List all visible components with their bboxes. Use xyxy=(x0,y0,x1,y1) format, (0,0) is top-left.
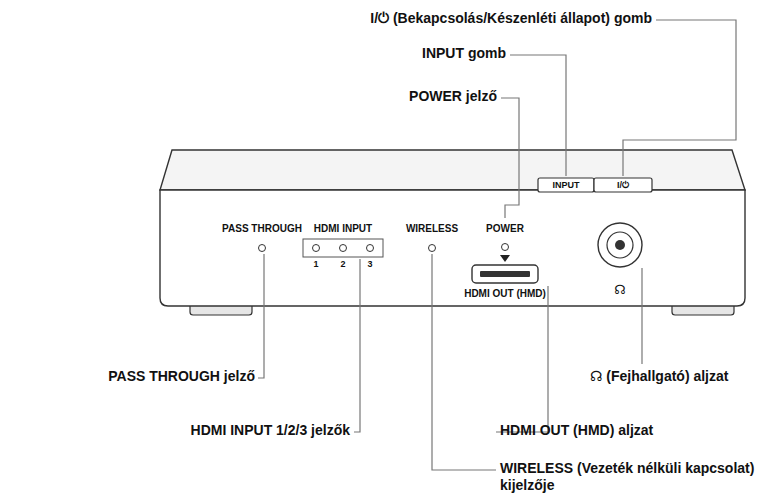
panel-number: 3 xyxy=(367,259,372,270)
callout-label: WIRELESS (Vezeték nélküli kapcsolat) kij… xyxy=(500,460,760,494)
button-label: I/⏻ xyxy=(617,180,629,191)
top-face xyxy=(160,150,745,190)
callout-label: HDMI OUT (HMD) aljzat xyxy=(500,422,653,439)
headphone-jack xyxy=(615,240,625,250)
panel-label: POWER xyxy=(486,223,524,235)
leader-line xyxy=(258,254,264,378)
headphone-symbol: ☊ xyxy=(614,282,626,298)
leader-line xyxy=(641,268,642,364)
leader-line xyxy=(496,286,548,432)
port-triangle xyxy=(500,255,510,262)
indicator xyxy=(429,245,436,252)
leader-line xyxy=(501,98,519,218)
panel-label: PASS THROUGH xyxy=(222,223,302,235)
hdmi-port-slot xyxy=(480,271,530,277)
panel-label: HDMI OUT (HMD) xyxy=(464,288,546,300)
callout-label: HDMI INPUT 1/2/3 jelzők xyxy=(191,422,350,439)
callout-label: I/⏻ (Bekapcsolás/Készenléti állapot) gom… xyxy=(370,10,652,27)
button-label: INPUT xyxy=(553,180,580,191)
input-button xyxy=(538,178,594,192)
headphone-jack xyxy=(598,223,642,267)
leader-line xyxy=(432,254,496,470)
leader-line xyxy=(354,259,360,432)
hdmi-port xyxy=(472,265,538,283)
panel-label: WIRELESS xyxy=(406,223,458,235)
front-face xyxy=(160,190,745,306)
callout-label: INPUT gomb xyxy=(422,45,506,62)
callout-label: ☊ (Fejhallgató) aljzat xyxy=(590,368,728,385)
headphone-jack xyxy=(607,232,633,258)
panel-label: HDMI INPUT xyxy=(314,223,372,235)
indicator xyxy=(340,245,347,252)
power-button xyxy=(594,178,652,192)
callout-label: POWER jelző xyxy=(409,88,497,105)
indicator xyxy=(502,244,509,251)
indicator xyxy=(259,245,266,252)
indicator xyxy=(367,245,374,252)
panel-number: 2 xyxy=(340,259,345,270)
indicator-bracket xyxy=(303,239,383,257)
indicator xyxy=(313,245,320,252)
leader-line xyxy=(623,20,736,176)
panel-number: 1 xyxy=(313,259,318,270)
callout-label: PASS THROUGH jelző xyxy=(108,368,255,385)
